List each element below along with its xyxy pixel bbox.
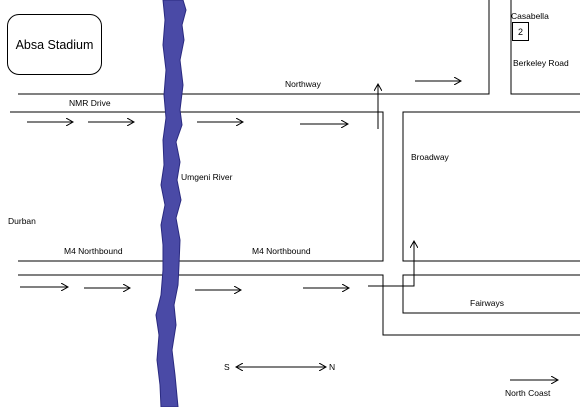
compass-north-label: N: [329, 362, 336, 372]
m4-northbound-right-label: M4 Northbound: [252, 246, 311, 256]
umgeni-river: [155, 0, 187, 407]
berkeley-road-label: Berkeley Road: [513, 58, 569, 68]
northway-label: Northway: [285, 79, 321, 89]
stadium-label: Absa Stadium: [15, 37, 94, 52]
location-marker-number: 2: [517, 26, 523, 37]
fairways-label: Fairways: [470, 298, 505, 308]
nmr-drive-label: NMR Drive: [69, 98, 111, 108]
river-label: Umgeni River: [181, 172, 233, 182]
durban-label: Durban: [8, 216, 36, 226]
location-marker: 2: [512, 22, 529, 41]
compass-south-label: S: [224, 362, 230, 372]
casabella-label: Casabella: [511, 11, 549, 21]
m4-northbound-left-label: M4 Northbound: [64, 246, 123, 256]
road-lines: [10, 0, 580, 336]
m4-road-edge: [18, 274, 580, 336]
nmr-drive-road-edge: [10, 111, 384, 262]
berkeley-road-edge: [510, 0, 580, 95]
broadway-road-edge: [402, 111, 580, 262]
broadway-exit-arrow: [368, 241, 414, 287]
north-coast-label: North Coast: [505, 388, 551, 398]
fairways-road-edge: [402, 274, 580, 314]
stadium-box: Absa Stadium: [7, 14, 102, 75]
broadway-label: Broadway: [411, 152, 449, 162]
traffic-arrows: [20, 81, 558, 380]
